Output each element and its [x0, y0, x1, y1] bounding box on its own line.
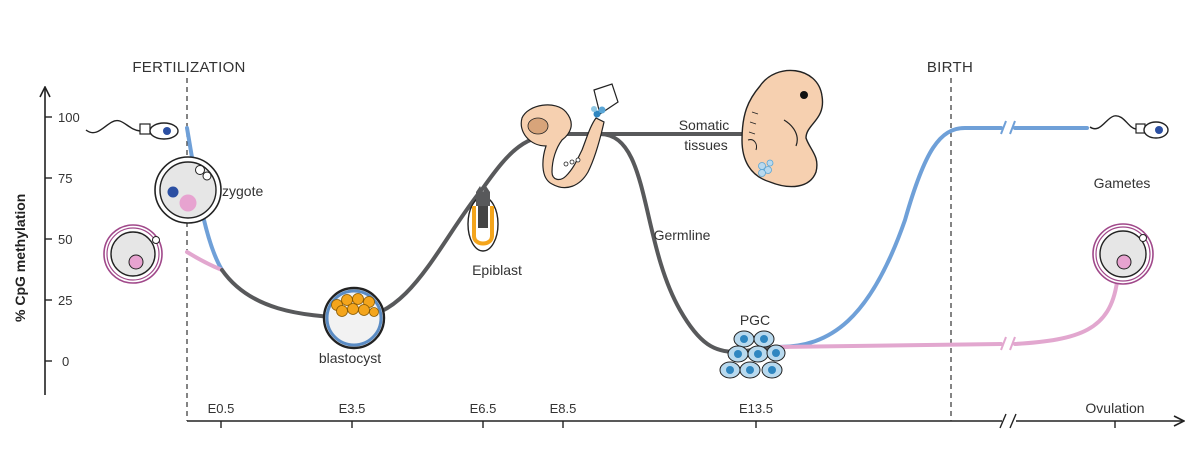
zygote-label: zygote	[222, 183, 263, 199]
birth-marker: BIRTH	[927, 59, 973, 421]
y-axis-title: % CpG methylation	[12, 194, 28, 322]
x-tick-e13-5: E13.5	[739, 401, 773, 416]
maternal-demethylation-curve	[185, 250, 224, 272]
x-tick-e3-5: E3.5	[339, 401, 366, 416]
blastocyst-icon	[322, 286, 386, 350]
zygote-icon	[154, 156, 222, 224]
pgc-cluster-icon	[719, 330, 786, 379]
y-tick-0: 0	[62, 354, 69, 369]
maternal-remethylation-curve	[776, 342, 1003, 349]
blastocyst-label: blastocyst	[319, 350, 381, 366]
x-tick-e8-5: E8.5	[550, 401, 577, 416]
oocyte-icon	[103, 224, 163, 284]
germline-label: Germline	[654, 227, 711, 243]
maternal-remethylation-tail	[1013, 280, 1119, 346]
x-tick-e0-5: E0.5	[208, 401, 235, 416]
x-tick-ovulation: Ovulation	[1085, 400, 1144, 416]
e13-5-embryo-icon	[741, 69, 824, 188]
x-axis: E0.5 E3.5 E6.5 E8.5 E13.5 Ovulation	[187, 400, 1183, 429]
epiblast-icon	[467, 186, 499, 252]
y-tick-50: 50	[58, 232, 72, 247]
y-axis: 100 75 50 25 0 % CpG methylation	[12, 88, 80, 395]
paternal-remethylation-curve	[776, 126, 1003, 349]
x-tick-e6-5: E6.5	[470, 401, 497, 416]
fertilization-label: FERTILIZATION	[132, 59, 245, 76]
birth-label: BIRTH	[927, 59, 973, 76]
e8-5-embryo-icon	[520, 83, 619, 189]
germline-methylation-curve	[598, 132, 780, 355]
oocyte-icon-right	[1092, 223, 1154, 285]
pgc-label: PGC	[740, 312, 770, 328]
y-tick-25: 25	[58, 293, 72, 308]
y-tick-75: 75	[58, 171, 72, 186]
sperm-icon	[85, 119, 179, 140]
somatic-tissues-label-line1: Somatic	[679, 117, 730, 133]
y-tick-100: 100	[58, 110, 80, 125]
embryo-methylation-curve	[220, 132, 747, 321]
epiblast-label: Epiblast	[472, 262, 522, 278]
somatic-tissues-label-line2: tissues	[684, 137, 728, 153]
paternal-axis-break	[1000, 120, 1016, 135]
maternal-axis-break	[1000, 336, 1016, 351]
sperm-icon-right	[1089, 115, 1169, 139]
gametes-label: Gametes	[1094, 175, 1151, 191]
